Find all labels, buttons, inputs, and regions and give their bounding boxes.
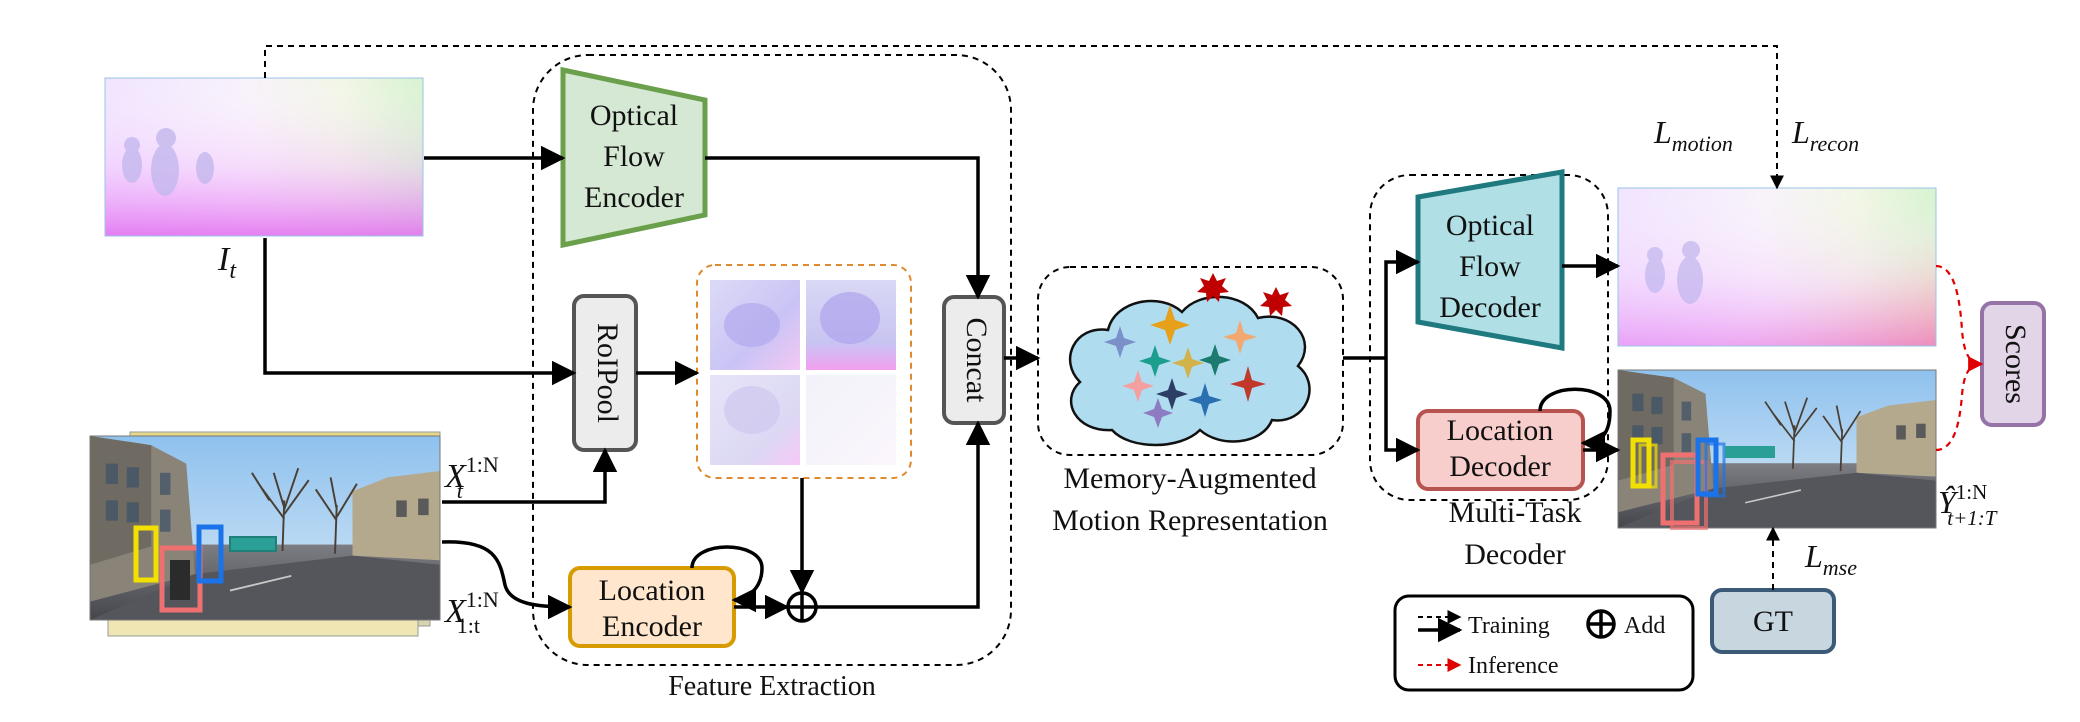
legend-add-label: Add [1624, 613, 1665, 639]
inference-arrows [1935, 264, 1984, 452]
svg-text:Decoder: Decoder [1449, 450, 1551, 483]
location-encoder: Location Encoder [568, 566, 736, 648]
svg-text:Location: Location [1447, 414, 1554, 447]
svg-text:GT: GT [1753, 605, 1793, 638]
feature-extraction-label: Feature Extraction [668, 671, 876, 702]
output-street-frame [1617, 369, 1937, 530]
bbox-blue [196, 524, 224, 584]
red-star-icons [1197, 273, 1292, 316]
concat-block: Concat [942, 295, 1006, 425]
memory-items [1104, 305, 1266, 428]
location-decoder: Location Decoder [1416, 409, 1585, 491]
training-arrows [264, 45, 1784, 590]
multitask-decoder-box [1369, 174, 1609, 501]
svg-text:Decoder: Decoder [1439, 291, 1541, 324]
input-flow-image [104, 77, 424, 237]
svg-text:Flow: Flow [603, 140, 665, 173]
optical-flow-encoder: Optical Flow Encoder [560, 66, 708, 249]
bbox-yellow [133, 525, 159, 583]
gt-block: GT [1710, 588, 1836, 654]
legend-inference-label: Inference [1468, 653, 1559, 679]
memory-label-line1: Memory-Augmented [1063, 462, 1316, 495]
svg-text:Flow: Flow [1459, 250, 1521, 283]
svg-text:RoIPool: RoIPool [591, 323, 624, 423]
feature-extraction-box [532, 54, 1012, 666]
svg-text:Encoder: Encoder [584, 181, 684, 214]
input-frame-stack [89, 431, 441, 637]
roi-flow-crops [696, 264, 912, 479]
scores-block: Scores [1980, 301, 2046, 427]
svg-text:Optical: Optical [1446, 209, 1534, 242]
memory-label-line2: Motion Representation [1052, 504, 1328, 537]
optical-flow-decoder: Optical Flow Decoder [1415, 169, 1565, 351]
loss-motion: Lmotion [1653, 114, 1733, 156]
bbox-teal [229, 536, 277, 552]
roipool-block: RoIPool [572, 294, 638, 452]
input-label-it: It [217, 241, 237, 284]
multitask-label-line1: Multi-Task [1449, 496, 1582, 529]
svg-text:Location: Location [599, 574, 706, 607]
legend-training-label: Training [1468, 613, 1550, 639]
multitask-label-line2: Decoder [1464, 538, 1566, 571]
svg-text:Optical: Optical [590, 99, 678, 132]
add-operator [786, 591, 818, 623]
svg-text:Encoder: Encoder [602, 610, 702, 643]
svg-text:Scores: Scores [1999, 324, 2032, 404]
svg-text:Concat: Concat [960, 318, 993, 404]
loss-recon: Lrecon [1791, 114, 1859, 156]
legend-add-icon [1586, 609, 1616, 639]
loss-mse: Lmse [1804, 538, 1857, 580]
legend: Training Add Inference [1393, 594, 1695, 692]
output-flow-image [1617, 187, 1937, 347]
arrows [263, 145, 1621, 620]
